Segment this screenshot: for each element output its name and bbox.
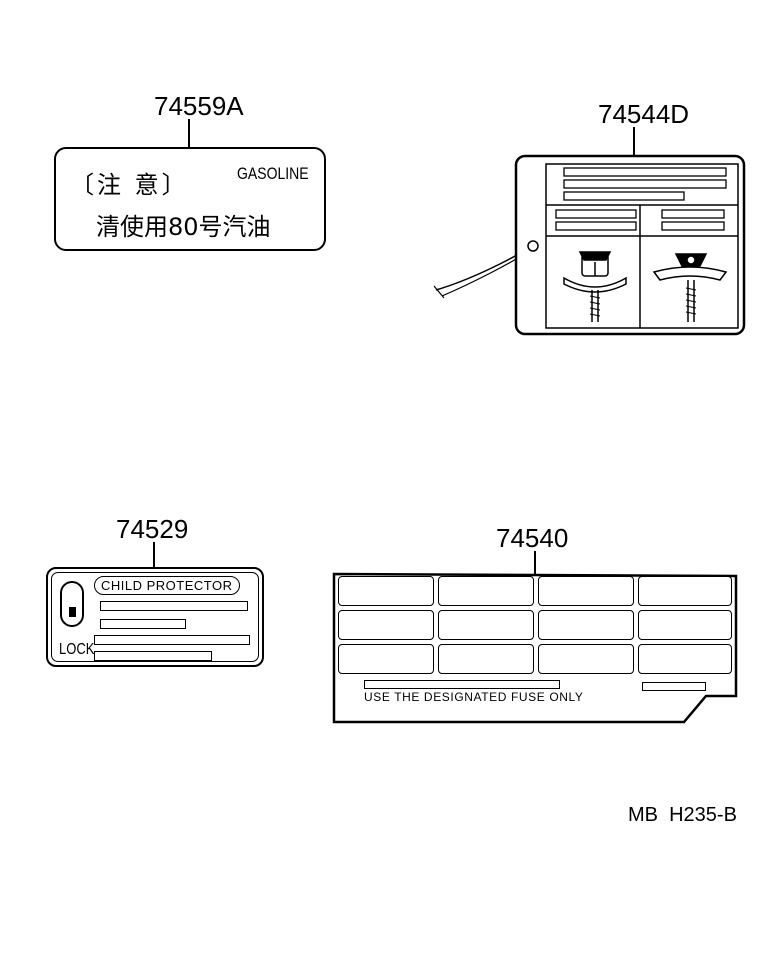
part-number-74540: 74540 (496, 523, 569, 553)
jack-icon-left (563, 251, 627, 322)
jack-icon-right (652, 253, 728, 322)
leader-line-74544D (633, 127, 635, 157)
part-number-74544D: 74544D (598, 99, 690, 129)
child-protector-title: CHILD PROTECTOR (94, 576, 240, 595)
fuse-label: USE THE DESIGNATED FUSE ONLY (330, 570, 742, 728)
gasoline-label: 〔注 意〕 GASOLINE 清使用80号汽油 (54, 147, 326, 251)
lock-text: LOCK (59, 639, 95, 658)
leader-line-74540 (534, 551, 536, 575)
gasoline-label-fuel-type: GASOLINE (237, 163, 309, 183)
fuse-label-note: USE THE DESIGNATED FUSE ONLY (364, 690, 584, 704)
figure-code: MB H235-B (628, 804, 737, 826)
part-number-74559A: 74559A (154, 91, 244, 121)
part-number-74529: 74529 (116, 514, 189, 544)
gasoline-label-instruction: 清使用80号汽油 (96, 213, 271, 241)
lock-switch-icon (60, 581, 84, 627)
child-protector-label: LOCK CHILD PROTECTOR (46, 567, 264, 667)
leader-line-74559A (188, 119, 190, 149)
gasoline-label-caution: 〔注 意〕 (70, 171, 189, 199)
leader-line-74529 (153, 542, 155, 570)
tag-eyelet (527, 240, 539, 252)
jack-label (433, 154, 746, 336)
